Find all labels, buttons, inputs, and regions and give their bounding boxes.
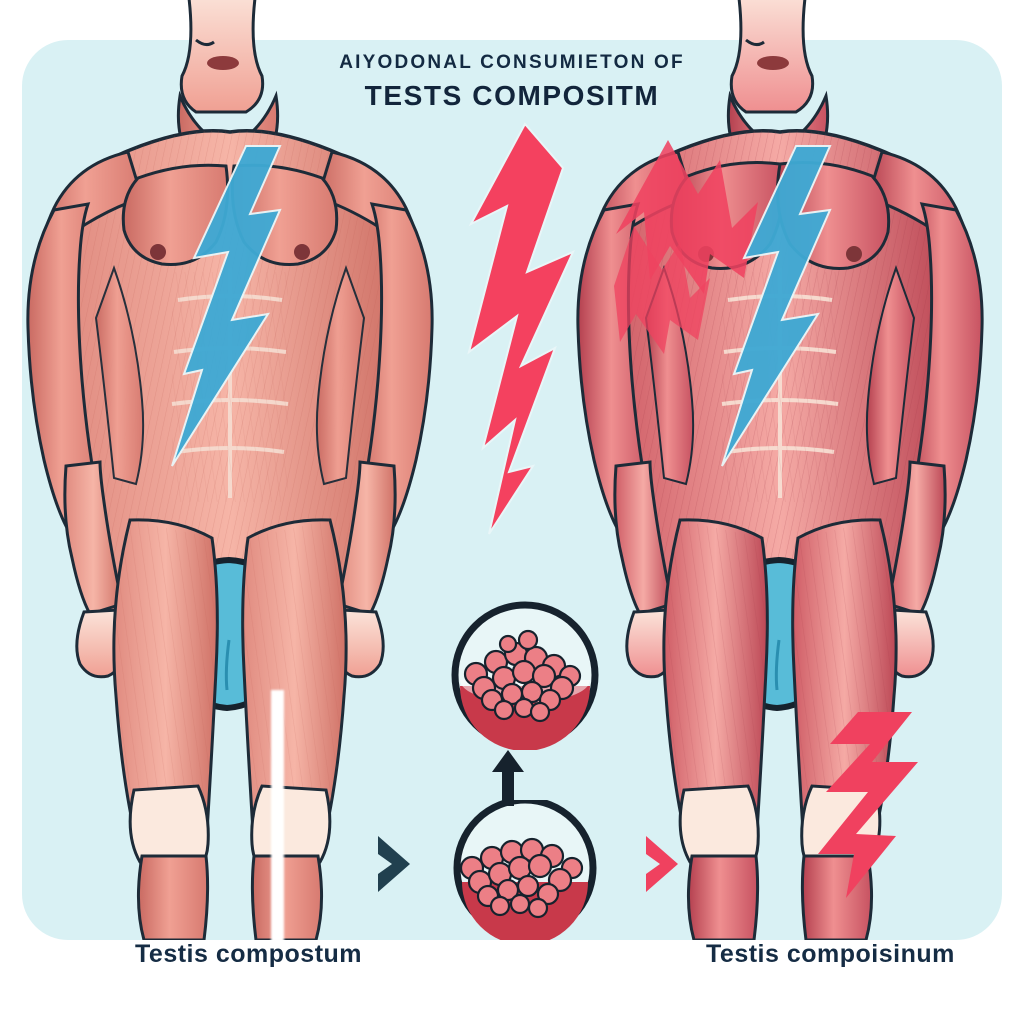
title-line-1: AIYODONAL CONSUMIETON OF xyxy=(339,52,685,73)
energy-burst xyxy=(614,140,758,354)
pill-bowl-circle-top xyxy=(440,600,610,751)
lightning-bolt-pink xyxy=(455,120,595,590)
anatomical-figure-left xyxy=(10,0,480,940)
title-line-2: TESTS COMPOSITM xyxy=(364,80,660,111)
chevron-right-dark xyxy=(372,832,418,896)
anatomical-figure-right xyxy=(560,0,1024,940)
highlight-streak xyxy=(271,690,284,942)
up-arrow xyxy=(488,748,528,808)
caption-left: Testis compostum xyxy=(135,940,363,968)
pill-bowl-circle-bottom xyxy=(440,796,610,945)
caption-right: Testis compoisinum xyxy=(706,940,955,968)
chevron-right-pink xyxy=(640,832,686,896)
page-title: AIYODONAL CONSUMIETON OF TESTS COMPOSITM xyxy=(310,48,714,114)
